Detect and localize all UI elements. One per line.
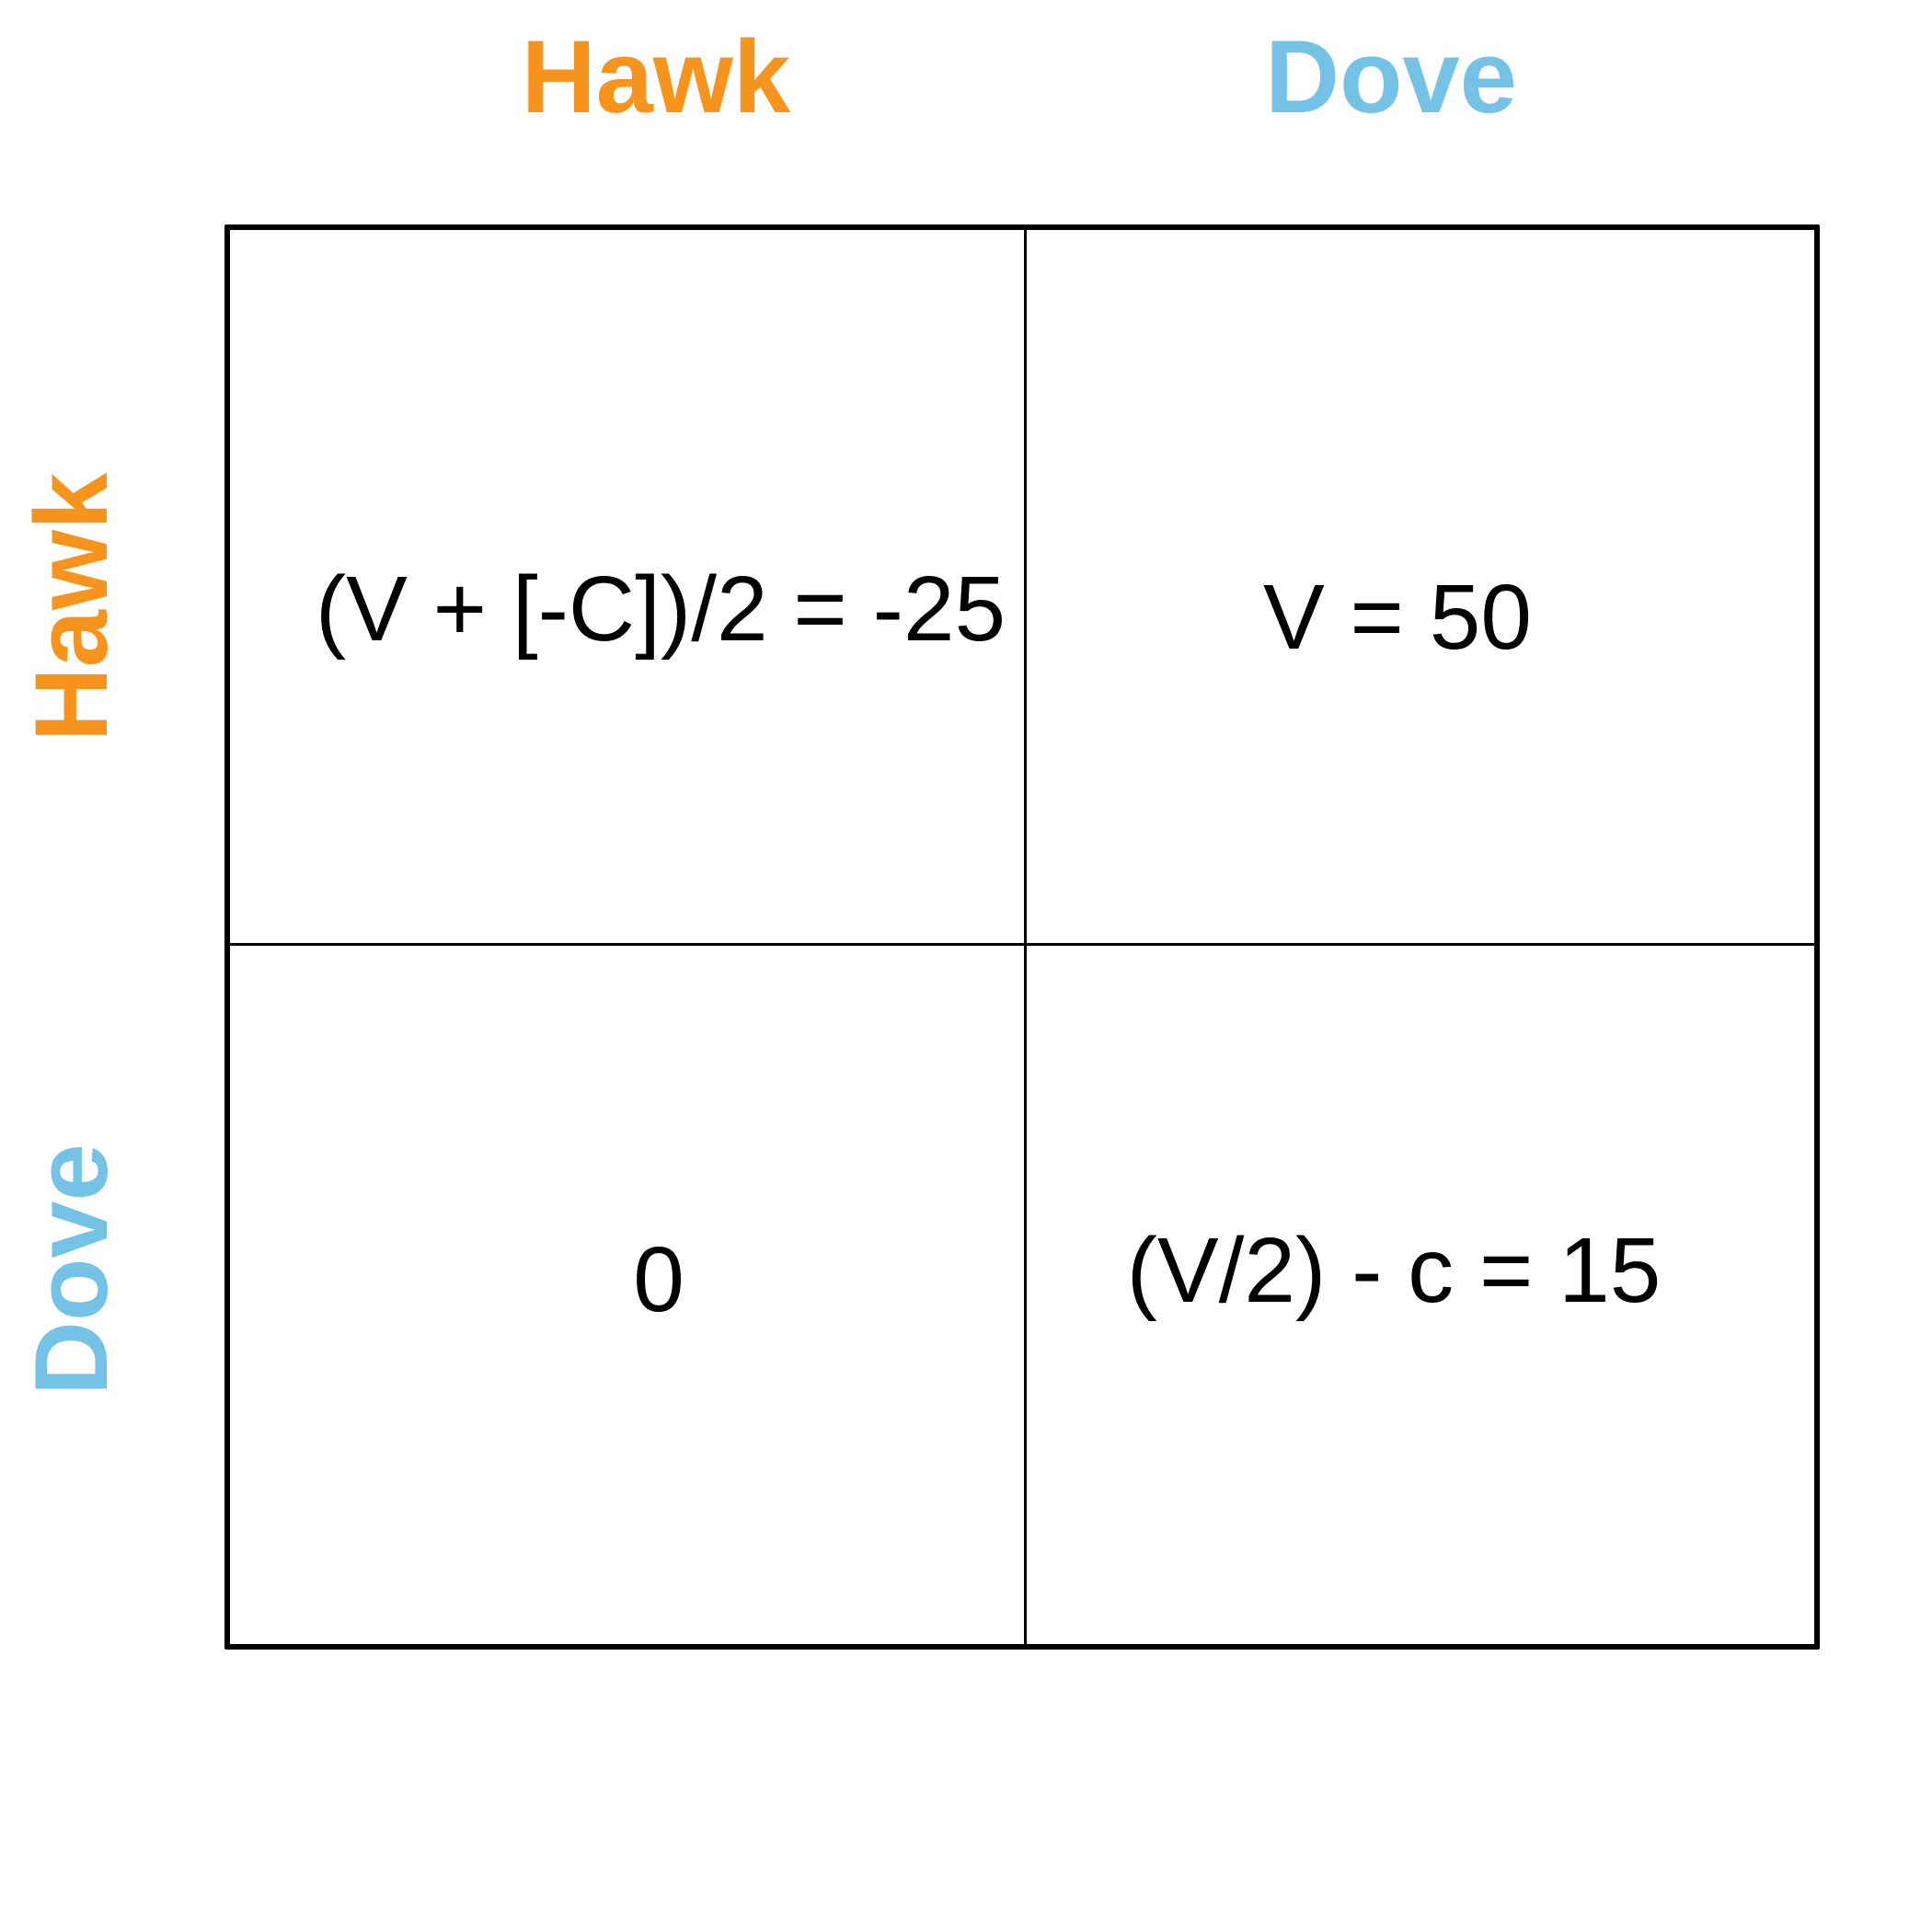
matrix-horizontal-divider bbox=[230, 943, 1814, 946]
cell-dove-dove: (V/2) - c = 15 bbox=[1126, 1219, 1662, 1322]
cell-dove-hawk: 0 bbox=[633, 1228, 684, 1331]
row-header-hawk: Hawk bbox=[14, 472, 129, 742]
cell-hawk-hawk: (V + [-C])/2 = -25 bbox=[315, 558, 1006, 661]
cell-hawk-dove: V = 50 bbox=[1263, 566, 1532, 669]
matrix-vertical-divider bbox=[1024, 230, 1027, 1644]
column-header-dove: Dove bbox=[1265, 19, 1517, 134]
payoff-matrix-grid: (V + [-C])/2 = -25 V = 50 0 (V/2) - c = … bbox=[224, 224, 1820, 1650]
row-header-dove: Dove bbox=[14, 1144, 129, 1396]
column-header-hawk: Hawk bbox=[521, 19, 791, 134]
